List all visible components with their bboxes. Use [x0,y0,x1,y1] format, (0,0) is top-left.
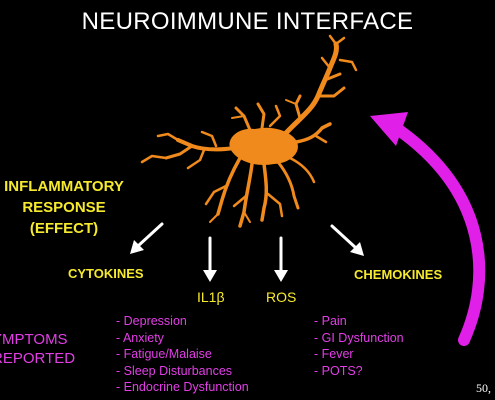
microglia-cell-icon [140,34,358,228]
mediator-arrows [130,222,364,282]
list-item: - Depression [116,314,187,328]
list-item: - Fever [314,347,354,361]
effect-line-3: (EFFECT) [29,220,99,237]
symptoms-line-2: REPORTED [0,350,76,367]
ros-label: ROS [266,289,297,305]
page-number-fragment: 50, [476,381,491,395]
arrow-to-cytokines [130,222,164,254]
effect-line-2: RESPONSE [22,199,106,216]
arrow-to-chemokines [330,224,364,256]
symptoms-list-left: - Depression - Anxiety - Fatigue/Malaise… [116,313,249,396]
arrow-to-ros [274,236,288,282]
symptoms-reported-label: YMPTOMS REPORTED [0,330,75,368]
arrow-to-il1b [203,236,217,282]
chemokines-label: CHEMOKINES [354,267,443,282]
list-item: - Pain [314,314,347,328]
list-item: - GI Dysfunction [314,330,404,345]
list-item: - Fatigue/Malaise [116,347,212,361]
symptoms-line-1: YMPTOMS [0,331,68,348]
il1b-label: IL1β [197,289,225,305]
list-item: - Anxiety [116,330,164,345]
curved-feedback-arrow-icon [370,112,486,346]
effect-line-1: INFLAMMATORY [4,178,124,195]
list-item: - Sleep Disturbances [116,363,233,378]
cytokines-label: CYTOKINES [68,266,144,281]
list-item: - Endocrine Dysfunction [116,380,249,394]
inflammatory-response-label: INFLAMMATORY RESPONSE (EFFECT) [0,176,132,239]
page-title: NEUROIMMUNE INTERFACE [81,8,414,35]
list-item: - POTS? [314,363,363,378]
symptoms-list-right: - Pain - GI Dysfunction - Fever - POTS? [314,313,404,379]
